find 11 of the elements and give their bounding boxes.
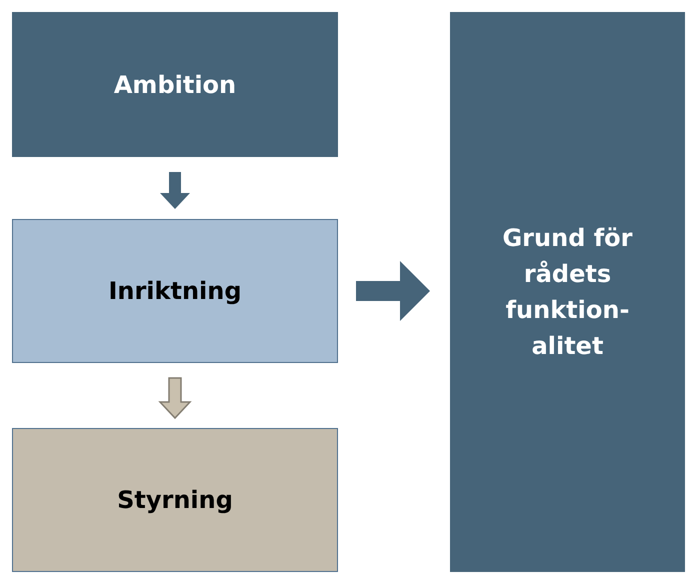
arrow	[158, 377, 192, 420]
process-box	[12, 219, 338, 363]
box-label: Grund för rådets funktion- alitet	[501, 223, 634, 362]
box-label: Inriktning	[108, 276, 242, 307]
arrow	[160, 172, 190, 209]
box-label: Ambition	[114, 70, 236, 100]
process-box	[12, 12, 338, 157]
process-box	[450, 12, 685, 572]
box-label: Styrning	[117, 485, 233, 516]
process-box	[12, 428, 338, 572]
arrow	[356, 261, 430, 321]
